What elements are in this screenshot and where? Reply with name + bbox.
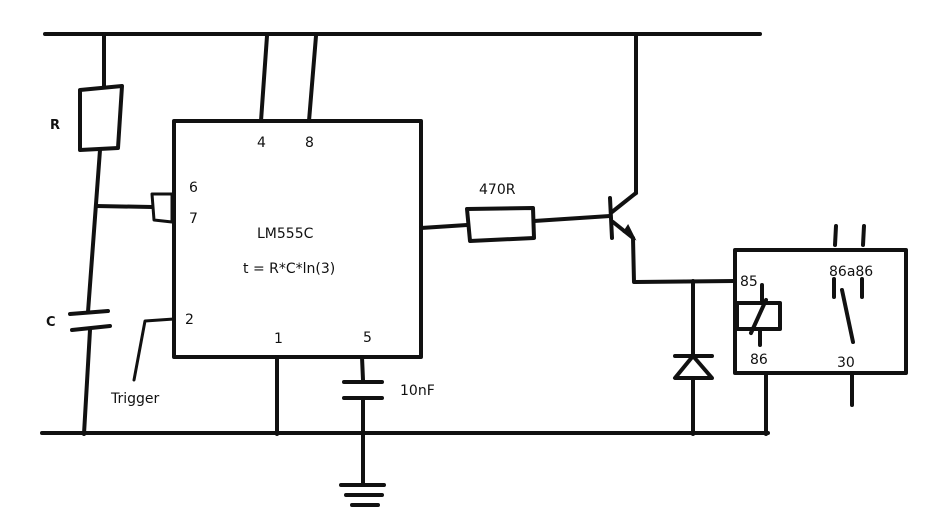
cap-10nf-label: 10nF	[400, 383, 435, 399]
relay	[733, 224, 908, 436]
resistor-r-symbol	[78, 84, 124, 152]
emitter-arrow	[622, 224, 637, 241]
pin-5-label: 5	[363, 330, 372, 346]
ic-lm555c	[172, 119, 423, 359]
pin-7-label: 7	[189, 211, 198, 227]
pin-4-label: 4	[257, 135, 266, 151]
relay-pin-30-label: 30	[837, 355, 855, 371]
pin-8-label: 8	[305, 135, 314, 151]
pins-4-8-leads	[259, 34, 318, 123]
res-470r-label: 470R	[479, 182, 516, 198]
label-capacitor-c: C	[46, 315, 56, 330]
pin-5-capacitor	[342, 355, 384, 485]
pin-6-7-bridge	[150, 192, 174, 224]
trigger-lead	[132, 317, 176, 382]
pin-2-label: 2	[185, 312, 194, 328]
relay-pin-86a86-label: 86a86	[829, 264, 873, 280]
pin-1-label: 1	[274, 331, 283, 347]
label-trigger: Trigger	[110, 391, 160, 407]
timing-formula: t = R*C*ln(3)	[243, 261, 335, 277]
npn-transistor	[608, 32, 737, 284]
label-resistor-r: R	[50, 118, 60, 133]
output-path	[419, 206, 612, 243]
ground-symbol	[339, 483, 386, 507]
relay-pin-86-label: 86	[750, 352, 768, 368]
pin-6-label: 6	[189, 180, 198, 196]
relay-pin-85-label: 85	[740, 274, 758, 290]
flyback-diode	[673, 279, 714, 436]
ic-name-label: LM555C	[257, 226, 314, 242]
capacitor-c-symbol	[68, 309, 112, 332]
resistor-470r-symbol	[465, 206, 536, 243]
timing-branch	[68, 32, 174, 436]
